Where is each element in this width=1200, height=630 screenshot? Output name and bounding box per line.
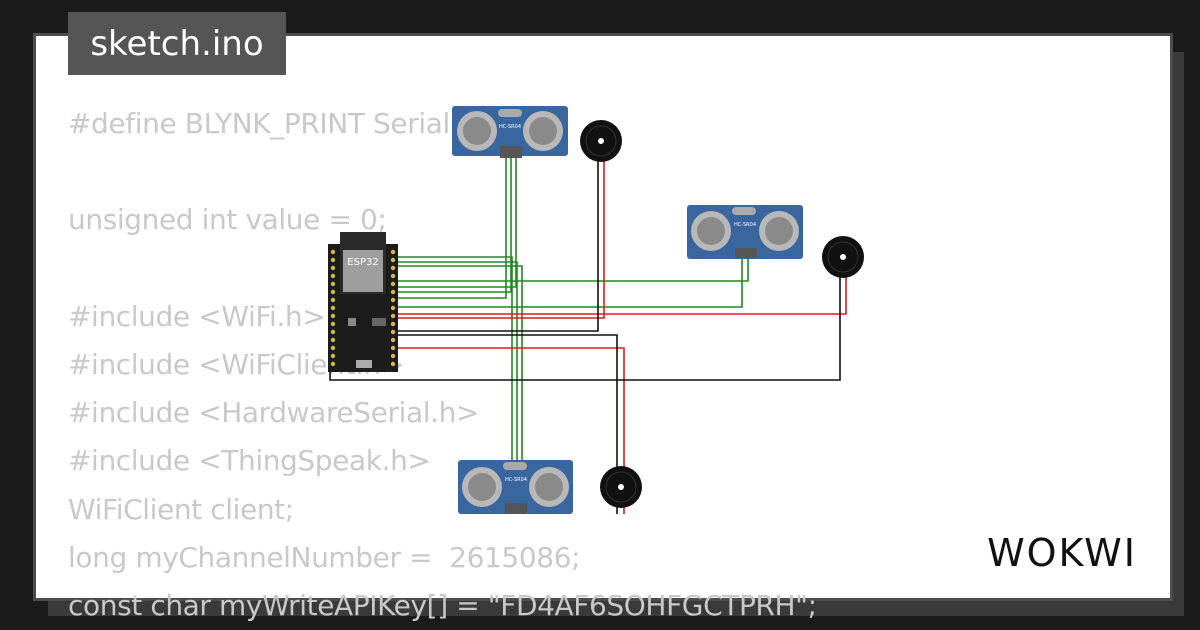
code-line-8: #include <ThingSpeak.h> xyxy=(68,444,431,478)
code-line-7: #include <HardwareSerial.h> xyxy=(68,396,479,430)
ultrasonic-sensor-bottom: HC-SR04 xyxy=(458,460,573,514)
wire-signal-2 xyxy=(395,261,518,500)
code-line-11: const char myWriteAPIKey[] = "FD4AF6SOHF… xyxy=(68,588,817,622)
wire-ground-1 xyxy=(395,160,599,332)
sensor-right-label: HC-SR04 xyxy=(734,222,756,228)
ultrasonic-sensor-top: HC-SR04 xyxy=(452,106,568,158)
wire-signal-6 xyxy=(395,150,517,288)
wire-ground-3 xyxy=(329,276,841,381)
wire-signal-8 xyxy=(395,252,743,308)
esp32-label: ESP32 xyxy=(347,257,378,268)
wokwi-logo-text: WOKWI xyxy=(987,531,1137,575)
wire-power-3 xyxy=(395,347,625,514)
wire-power-2 xyxy=(395,276,847,315)
buzzer-bottom xyxy=(600,466,642,508)
code-preview: #define BLYNK_PRINT Serial unsigned int v… xyxy=(68,100,817,630)
wire-signal-4 xyxy=(395,150,507,299)
wire-signal-3 xyxy=(395,265,523,500)
buzzer-top xyxy=(580,120,622,162)
code-line-10: long myChannelNumber = 2615086; xyxy=(68,540,581,574)
code-line-3: unsigned int value = 0; xyxy=(68,203,387,237)
file-tab: sketch.ino xyxy=(68,12,286,75)
sensor-bottom-label: HC-SR04 xyxy=(505,477,527,483)
wire-signal-5 xyxy=(395,150,512,293)
sensor-top-label: HC-SR04 xyxy=(499,124,521,130)
wire-power-1 xyxy=(395,160,605,319)
wire-ground-2 xyxy=(395,334,618,514)
esp32-board: ESP32 xyxy=(328,232,398,372)
wire-signal-7 xyxy=(395,252,749,282)
wire-signal-1 xyxy=(395,256,513,500)
wokwi-logo: WOKWI xyxy=(987,531,1137,575)
code-line-5: #include <WiFi.h> xyxy=(68,299,326,333)
code-line-9: WiFiClient client; xyxy=(68,492,294,526)
code-line-1: #define BLYNK_PRINT Serial xyxy=(68,107,450,140)
ultrasonic-sensor-right: HC-SR04 xyxy=(687,205,803,259)
buzzer-right xyxy=(822,236,864,278)
